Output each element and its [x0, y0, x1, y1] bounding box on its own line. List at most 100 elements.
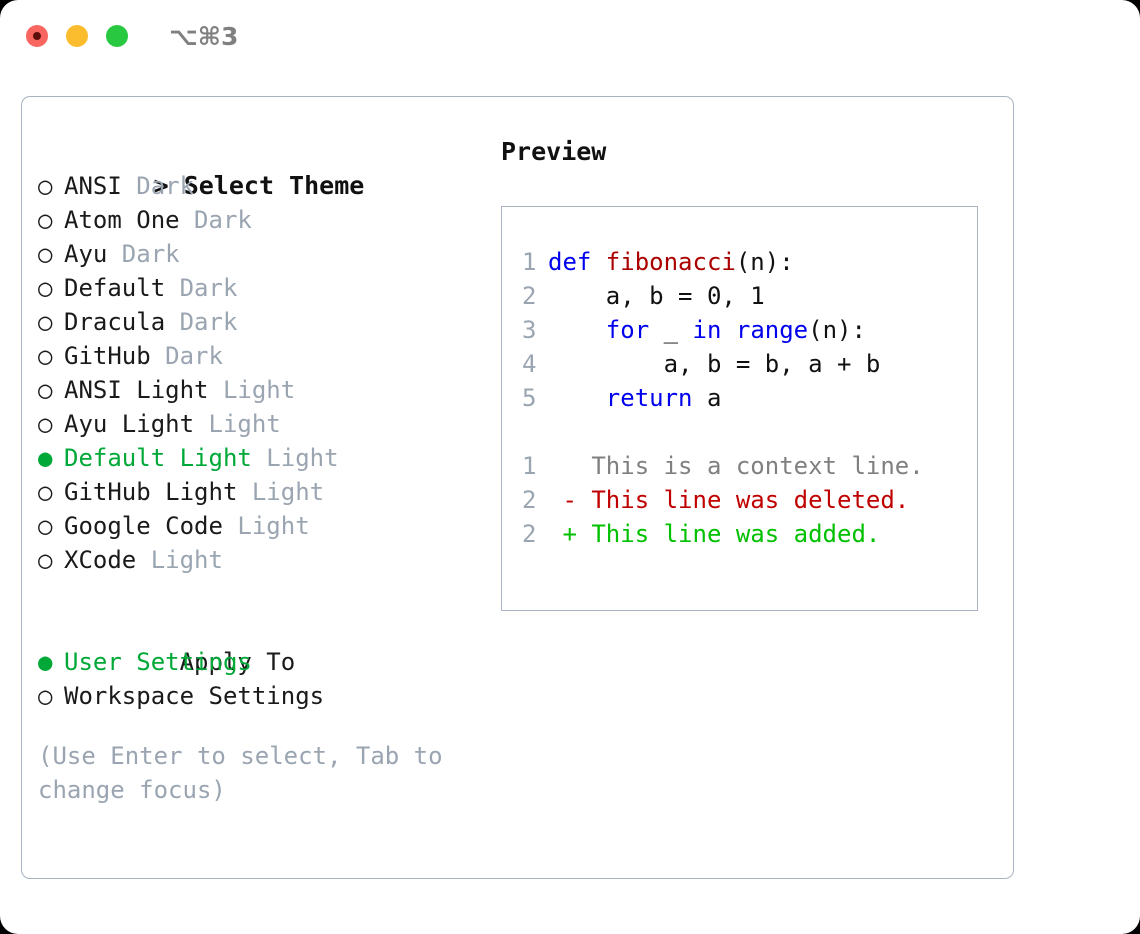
- line-number: 2: [522, 520, 537, 548]
- theme-variant-tag: Dark: [179, 206, 252, 234]
- theme-name: ANSI: [64, 172, 122, 200]
- preview-title: Preview: [501, 137, 607, 166]
- theme-name: XCode: [64, 546, 137, 574]
- code-token: (n):: [808, 316, 866, 344]
- zoom-button[interactable]: [106, 25, 128, 47]
- radio-unselected-icon: ○: [38, 206, 67, 234]
- theme-list-item[interactable]: ○ Dracula Dark: [38, 305, 478, 339]
- diff-line: 2 + This line was added.: [522, 517, 971, 551]
- radio-unselected-icon: ○: [38, 682, 67, 710]
- preview-spacer: [522, 415, 971, 449]
- theme-list-item[interactable]: ○ Atom One Dark: [38, 203, 478, 237]
- theme-list-item[interactable]: ○ Ayu Dark: [38, 237, 478, 271]
- code-token: _: [649, 316, 693, 344]
- radio-unselected-icon: ○: [38, 546, 67, 574]
- line-number: 2: [522, 486, 537, 514]
- theme-variant-tag: Light: [222, 512, 310, 540]
- theme-name: ANSI Light: [64, 376, 209, 404]
- theme-name: Ayu: [64, 240, 108, 268]
- radio-unselected-icon: ○: [38, 308, 67, 336]
- code-token: [721, 316, 735, 344]
- line-number: 4: [522, 350, 537, 378]
- minimize-button[interactable]: [66, 25, 88, 47]
- diff-line: 2 - This line was deleted.: [522, 483, 971, 517]
- apply-to-option[interactable]: ● User Settings: [38, 645, 478, 679]
- line-number: 3: [522, 316, 537, 344]
- theme-variant-tag: Light: [208, 376, 296, 404]
- theme-list-item[interactable]: ● Default Light Light: [38, 441, 478, 475]
- diff-line: 1 This is a context line.: [522, 449, 971, 483]
- theme-name: Atom One: [64, 206, 180, 234]
- theme-variant-tag: Dark: [107, 240, 180, 268]
- line-number: 1: [522, 248, 537, 276]
- theme-name: Default: [64, 274, 166, 302]
- code-token: a, b = b, a + b: [548, 350, 881, 378]
- theme-name: Ayu Light: [64, 410, 195, 438]
- code-line: 2 a, b = 0, 1: [522, 279, 971, 313]
- theme-variant-tag: Dark: [121, 172, 195, 200]
- theme-variant-tag: Light: [237, 478, 325, 506]
- theme-list-item[interactable]: ○ GitHub Dark: [38, 339, 478, 373]
- radio-unselected-icon: ○: [38, 410, 67, 438]
- theme-name: Default Light: [64, 444, 252, 472]
- theme-name: Google Code: [64, 512, 223, 540]
- code-token: [548, 316, 606, 344]
- window-controls: [26, 25, 128, 47]
- radio-unselected-icon: ○: [38, 342, 67, 370]
- theme-list: ○ ANSI Dark○ Atom One Dark○ Ayu Dark○ De…: [38, 169, 478, 577]
- apply-to-option-label: User Settings: [64, 648, 252, 676]
- diff-marker: +: [548, 520, 592, 548]
- diff-text: This is a context line.: [591, 452, 924, 480]
- apply-to-label: Apply To: [179, 648, 296, 676]
- code-token: def: [548, 248, 606, 276]
- diff-marker: [548, 452, 591, 480]
- code-line: 1 def fibonacci(n):: [522, 245, 971, 279]
- code-line: 5 return a: [522, 381, 971, 415]
- code-token: fibonacci: [605, 248, 736, 276]
- radio-unselected-icon: ○: [38, 376, 67, 404]
- theme-list-item[interactable]: ○ Default Dark: [38, 271, 478, 305]
- theme-list-item[interactable]: ○ XCode Light: [38, 543, 478, 577]
- line-number: 2: [522, 282, 537, 310]
- radio-selected-icon: ●: [38, 648, 67, 676]
- radio-unselected-icon: ○: [38, 240, 67, 268]
- code-line: 3 for _ in range(n):: [522, 313, 971, 347]
- theme-variant-tag: Dark: [165, 274, 238, 302]
- apply-to-option-label: Workspace Settings: [64, 682, 325, 710]
- diff-text: This line was deleted.: [591, 486, 910, 514]
- radio-unselected-icon: ○: [38, 512, 67, 540]
- line-number: 1: [522, 452, 537, 480]
- keyboard-hint: (Use Enter to select, Tab to change focu…: [38, 742, 458, 804]
- theme-list-item[interactable]: ○ GitHub Light Light: [38, 475, 478, 509]
- theme-variant-tag: Dark: [165, 308, 238, 336]
- theme-selector-panel: > Select Theme ○ ANSI Dark○ Atom One Dar…: [21, 96, 1014, 879]
- radio-unselected-icon: ○: [38, 274, 67, 302]
- code-token: for: [605, 316, 650, 344]
- theme-list-item[interactable]: ○ Google Code Light: [38, 509, 478, 543]
- code-token: return: [605, 384, 693, 412]
- theme-list-item[interactable]: ○ ANSI Light Light: [38, 373, 478, 407]
- radio-unselected-icon: ○: [38, 478, 67, 506]
- theme-list-column: > Select Theme ○ ANSI Dark○ Atom One Dar…: [38, 135, 478, 807]
- keyboard-shortcut-label: ⌥⌘3: [169, 22, 239, 51]
- apply-to-label-row: ○ Apply To: [38, 611, 478, 676]
- code-token: [548, 384, 606, 412]
- theme-variant-tag: Dark: [150, 342, 223, 370]
- diff-marker: -: [548, 486, 592, 514]
- select-theme-title: Select Theme: [183, 171, 365, 200]
- theme-list-item[interactable]: ○ Ayu Light Light: [38, 407, 478, 441]
- close-button[interactable]: [26, 25, 48, 47]
- code-token: (n):: [735, 248, 794, 276]
- apply-to-options: ● User Settings○ Workspace Settings: [38, 645, 478, 713]
- theme-name: GitHub Light: [64, 478, 238, 506]
- theme-variant-tag: Light: [136, 546, 223, 574]
- code-token: a: [692, 384, 722, 412]
- theme-name: Dracula: [64, 308, 166, 336]
- diff-sample: 1 This is a context line.2 - This line w…: [522, 449, 971, 551]
- code-token: a, b = 0, 1: [548, 282, 765, 310]
- theme-list-item[interactable]: ○ ANSI Dark: [38, 169, 478, 203]
- theme-name: GitHub: [64, 342, 151, 370]
- apply-to-option[interactable]: ○ Workspace Settings: [38, 679, 478, 713]
